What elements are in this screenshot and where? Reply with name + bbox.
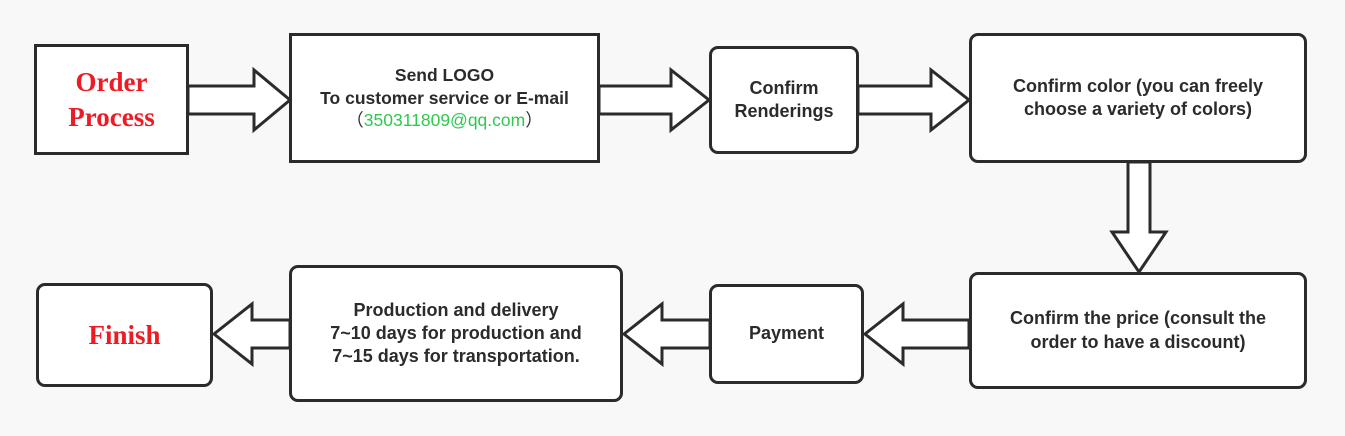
send-logo-email[interactable]: 350311809@qq.com [363, 110, 526, 131]
confirm-price-line1: Confirm the price (consult the [1009, 308, 1267, 329]
node-finish-label: Finish [88, 319, 161, 350]
node-finish[interactable]: Finish [36, 283, 213, 387]
arrow-right-icon-render-to-color [856, 66, 972, 134]
node-payment[interactable]: Payment [709, 284, 864, 384]
confirm-color-line2: choose a variety of colors) [1023, 99, 1253, 119]
send-logo-line2: To customer service or E-mail [320, 87, 569, 108]
arrow-left-icon-payment-to-production [621, 300, 712, 368]
production-line1: Production and delivery [353, 299, 559, 320]
send-logo-line1: Send LOGO [394, 65, 495, 86]
arrow-right-icon-sendlogo-to-render [597, 66, 712, 134]
order-process-line2: Process [68, 101, 155, 132]
production-line3: 7~15 days for transportation. [332, 346, 580, 367]
production-line2: 7~10 days for production and [330, 322, 582, 343]
node-confirm-color-label: Confirm color (you can freely choose a va… [1007, 75, 1269, 121]
confirm-renderings-line1: Confirm [749, 77, 819, 98]
arrow-left-icon-production-to-finish [211, 300, 292, 368]
node-confirm-color[interactable]: Confirm color (you can freely choose a va… [969, 33, 1307, 163]
node-payment-label: Payment [748, 323, 825, 344]
confirm-price-line2: order to have a discount) [1030, 331, 1246, 352]
confirm-renderings-line2: Renderings [734, 101, 834, 121]
arrow-right-icon-order-to-sendlogo [186, 66, 293, 134]
arrow-left-icon-price-to-payment [862, 300, 971, 368]
order-process-line1: Order [75, 66, 148, 97]
confirm-color-line1: Confirm color (you can freely [1012, 75, 1264, 96]
node-send-logo-label: Send LOGO To customer service or E-mail … [314, 64, 575, 131]
send-logo-paren-open: （ [346, 110, 364, 131]
send-logo-paren-close: ） [525, 110, 543, 131]
arrow-down-icon-color-to-price [1109, 160, 1169, 275]
node-send-logo[interactable]: Send LOGO To customer service or E-mail … [289, 33, 600, 163]
